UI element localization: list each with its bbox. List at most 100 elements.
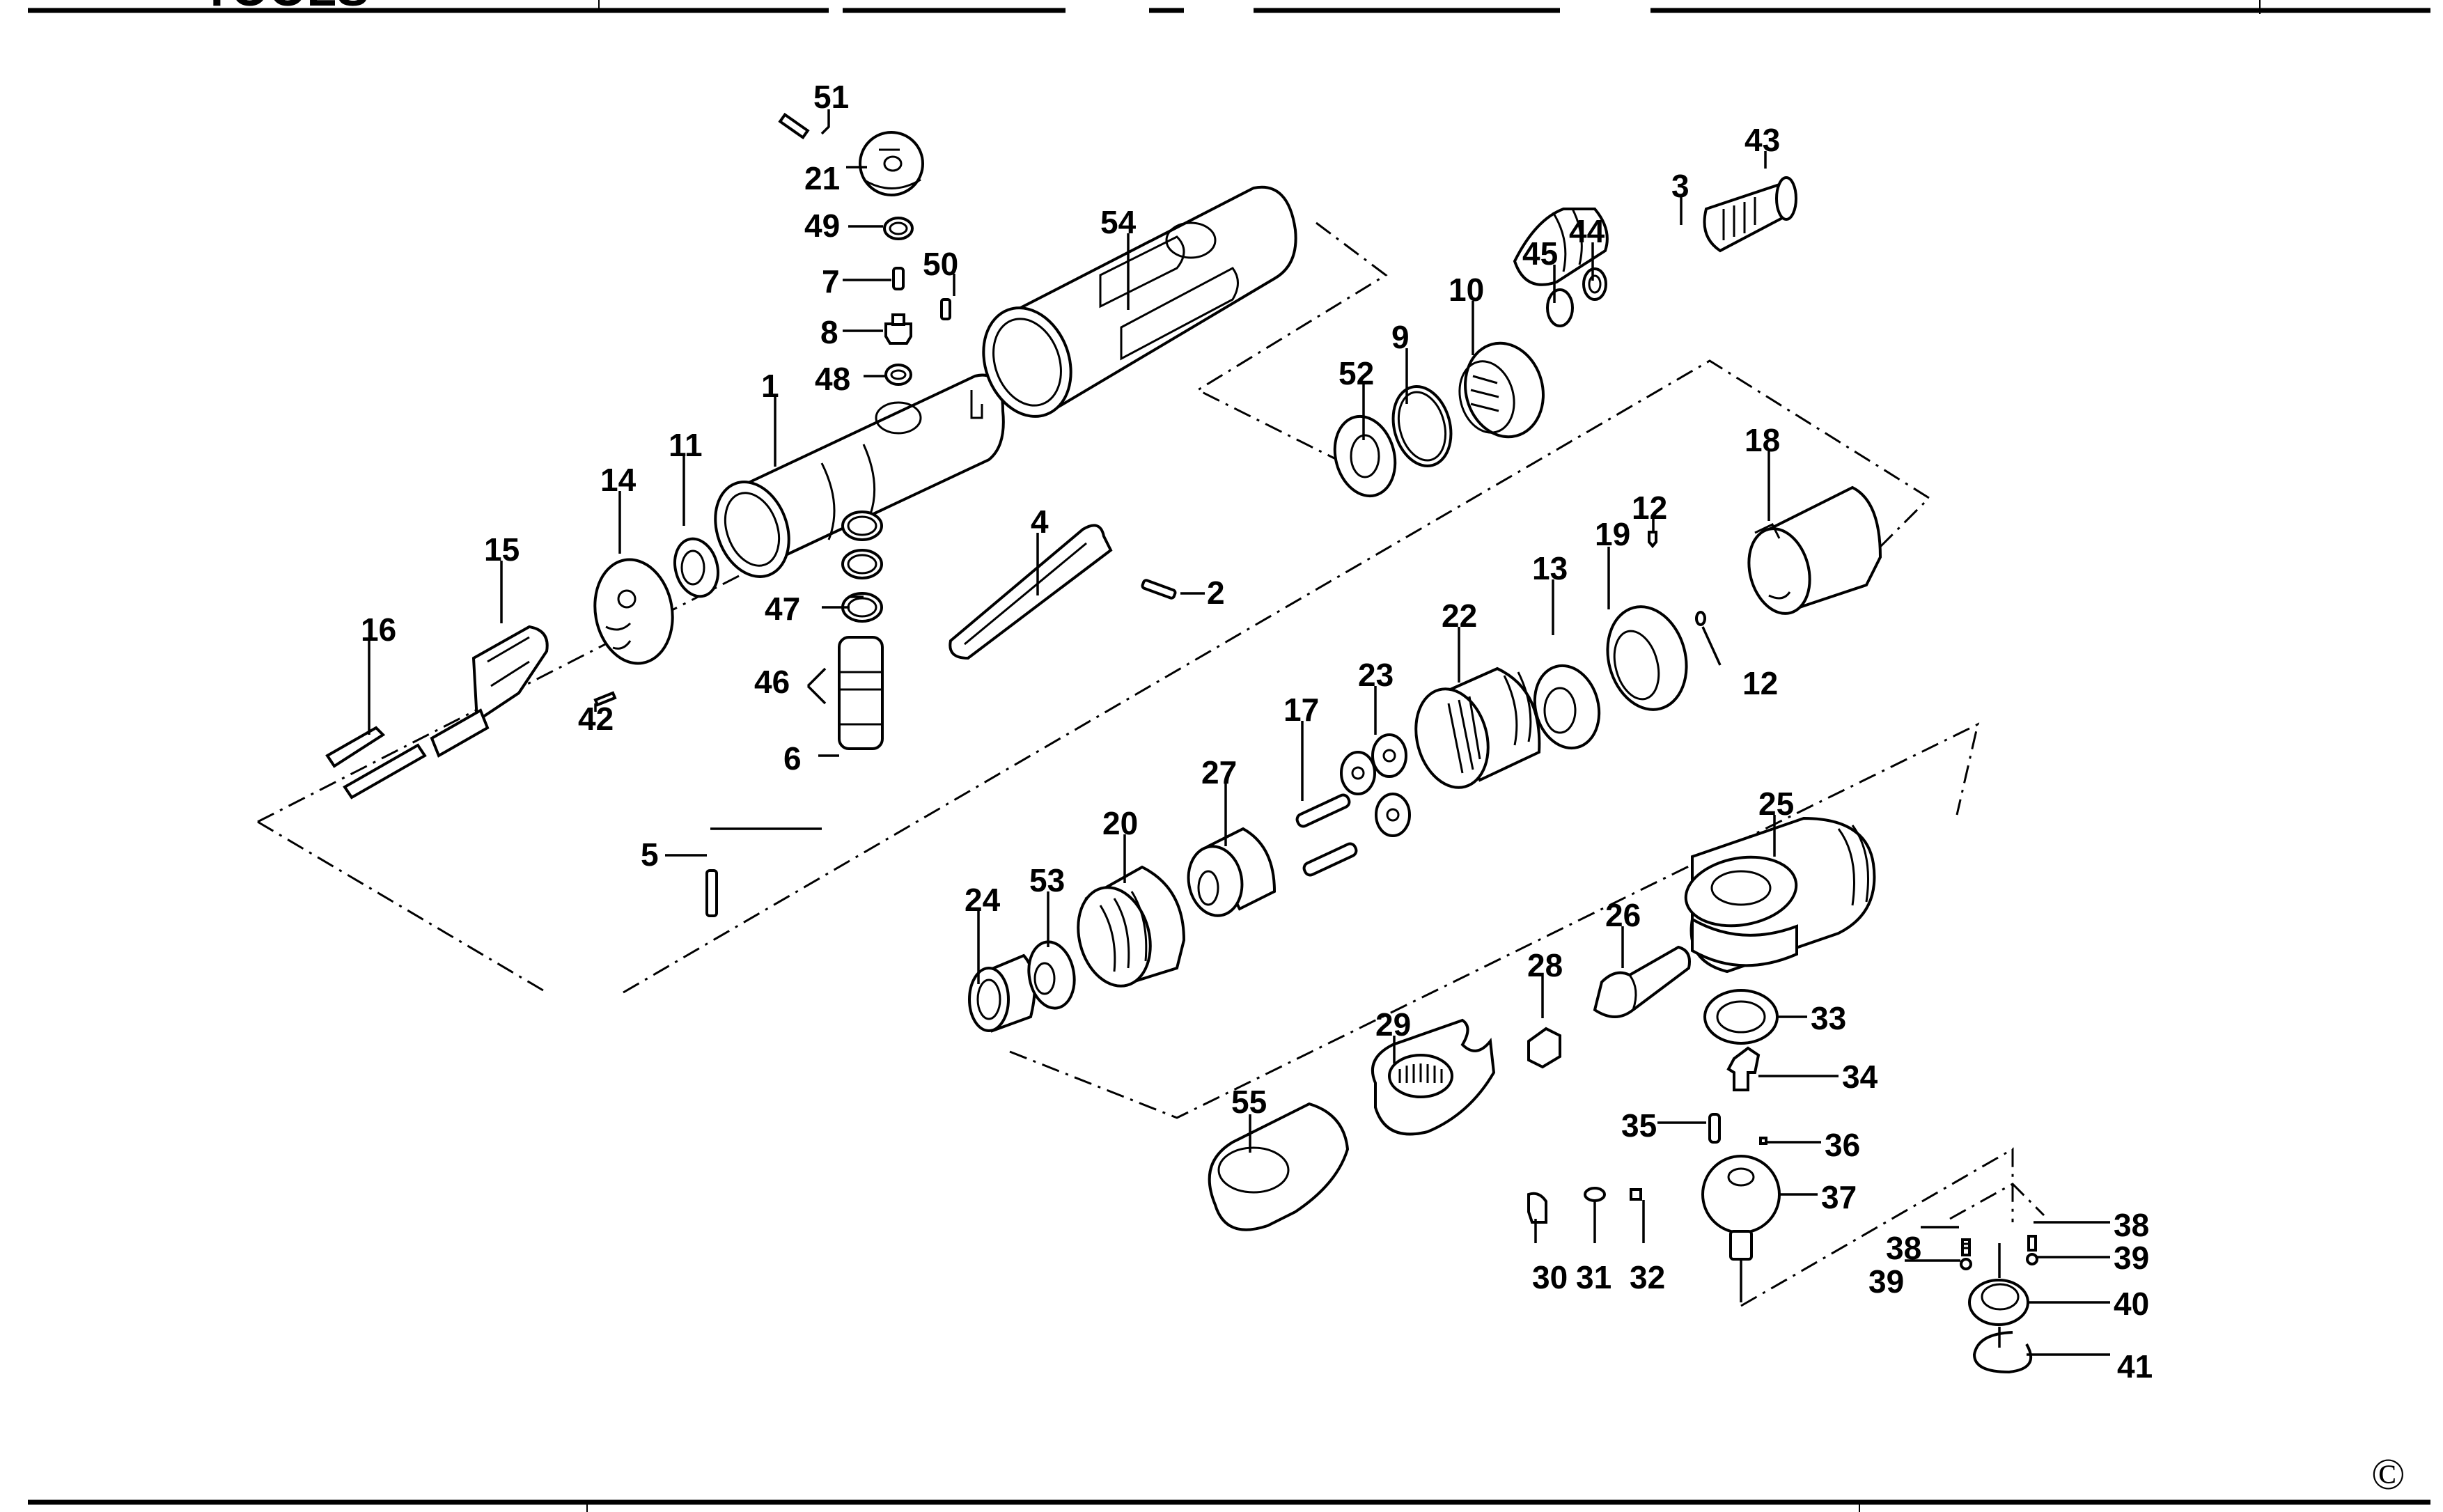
callout-15: 15	[484, 531, 520, 568]
part-18-cylinder	[1747, 485, 1882, 615]
part-42-pin	[593, 691, 617, 707]
page-footer: ©	[28, 1449, 2430, 1512]
part-7-pin	[892, 267, 905, 290]
callout-43: 43	[1745, 122, 1780, 158]
part-54-grip	[982, 185, 1297, 418]
callout-36: 36	[1825, 1127, 1860, 1163]
callout-14: 14	[600, 462, 637, 498]
part-28-yoke	[1527, 1027, 1561, 1069]
callout-46: 46	[754, 664, 790, 700]
callout-2: 2	[1207, 575, 1225, 611]
part-33-washer	[1703, 989, 1779, 1045]
callout-41: 41	[2117, 1348, 2153, 1385]
part-48-o-ring	[884, 364, 912, 386]
part-44-washer	[1582, 267, 1607, 301]
callout-49: 49	[804, 208, 840, 244]
part-5-pin	[705, 869, 718, 917]
copyright-symbol: ©	[2371, 1449, 2405, 1499]
part-13-bearing	[1533, 664, 1601, 750]
callout-39-left: 39	[1868, 1263, 1904, 1300]
callout-4: 4	[1031, 504, 1049, 540]
callout-16: 16	[361, 611, 396, 648]
callout-12-bottom: 12	[1742, 665, 1778, 701]
callout-44: 44	[1569, 213, 1605, 249]
part-15-rotor	[430, 625, 549, 758]
part-37-anvil	[1701, 1155, 1781, 1261]
part-16-vanes	[325, 726, 427, 800]
callout-19: 19	[1595, 516, 1630, 552]
part-43-air-inlet	[1703, 176, 1797, 253]
part-1-housing	[714, 373, 1005, 578]
part-24-clutch	[968, 953, 1036, 1033]
part-25-ratchet-head	[1684, 816, 1876, 974]
part-34-pawl	[1726, 1046, 1761, 1091]
callout-39-right: 39	[2114, 1240, 2149, 1276]
callout-37: 37	[1821, 1179, 1857, 1215]
part-14-end-plate	[593, 558, 674, 665]
part-10-regulator	[1458, 341, 1545, 439]
callout-34: 34	[1842, 1059, 1878, 1095]
part-52-gasket	[1333, 414, 1397, 498]
part-22-ring-gear	[1414, 667, 1541, 789]
part-50-pin	[940, 298, 951, 320]
part-26-crank-shaft	[1593, 945, 1691, 1018]
part-17-pins	[1295, 793, 1358, 877]
part-20-gear-housing-nut	[1077, 865, 1186, 988]
callout-27: 27	[1201, 754, 1237, 790]
callout-38-left: 38	[1886, 1230, 1921, 1266]
callout-40: 40	[2114, 1286, 2149, 1322]
callout-48: 48	[815, 361, 850, 397]
part-30-reverse-lever	[1527, 1192, 1547, 1224]
callout-3: 3	[1671, 168, 1689, 204]
part-39-ball	[2026, 1253, 2038, 1265]
part-19-end-plate	[1606, 605, 1688, 711]
parts	[325, 112, 2038, 1374]
group-outline-head	[1740, 1147, 2014, 1307]
part-11-bearing	[673, 537, 719, 598]
part-53-bearing	[1027, 940, 1076, 1010]
callout-53: 53	[1029, 862, 1065, 898]
group-outline-motor	[257, 359, 1931, 994]
part-38-spring	[2027, 1235, 2037, 1252]
part-55-boot	[1208, 1102, 1350, 1231]
part-21-reverse-knob	[859, 131, 924, 196]
callout-12-top: 12	[1632, 490, 1667, 526]
group-outline-pawl	[1949, 1183, 2045, 1220]
callout-18: 18	[1745, 422, 1780, 458]
part-8-valve	[884, 313, 912, 345]
callout-26: 26	[1605, 897, 1641, 933]
callout-51: 51	[813, 79, 849, 115]
callout-52: 52	[1338, 355, 1374, 391]
part-36-ball	[1759, 1137, 1767, 1145]
callout-22: 22	[1442, 598, 1477, 634]
part-49-o-ring	[883, 217, 914, 240]
part-4-throttle-lever	[949, 524, 1113, 660]
part-32-spring	[1630, 1188, 1642, 1201]
part-27-carrier	[1187, 827, 1277, 917]
callout-55: 55	[1231, 1084, 1267, 1120]
group-outline-inlet	[1195, 221, 1388, 468]
part-45-ring	[1546, 288, 1574, 327]
callout-25: 25	[1758, 786, 1794, 822]
callout-20: 20	[1102, 805, 1138, 841]
callout-23: 23	[1358, 657, 1394, 693]
callout-7: 7	[822, 263, 840, 299]
callout-labels: 51 21 49 7 50 8 48 1 54 52 9 10 45 44 3 …	[361, 79, 2153, 1385]
callout-38-right: 38	[2114, 1207, 2149, 1243]
part-12-pin	[1695, 611, 1706, 626]
part-51-pin	[778, 112, 810, 140]
part-46-o-ring	[841, 549, 883, 579]
part-38-spring	[1961, 1238, 1971, 1256]
part-3-inlet-bushing	[1513, 208, 1609, 286]
group-outline-gear	[1009, 722, 1980, 1119]
callout-32: 32	[1630, 1259, 1665, 1295]
part-2-pin	[1141, 579, 1177, 600]
callout-6: 6	[783, 740, 802, 777]
part-6-valve-stem	[838, 636, 884, 750]
part-31-pin	[1584, 1187, 1606, 1202]
part-29-ratchet-ring	[1371, 1018, 1496, 1136]
callout-47: 47	[765, 591, 800, 627]
callout-45: 45	[1522, 235, 1558, 272]
callout-31: 31	[1576, 1259, 1611, 1295]
callout-42: 42	[578, 701, 614, 737]
